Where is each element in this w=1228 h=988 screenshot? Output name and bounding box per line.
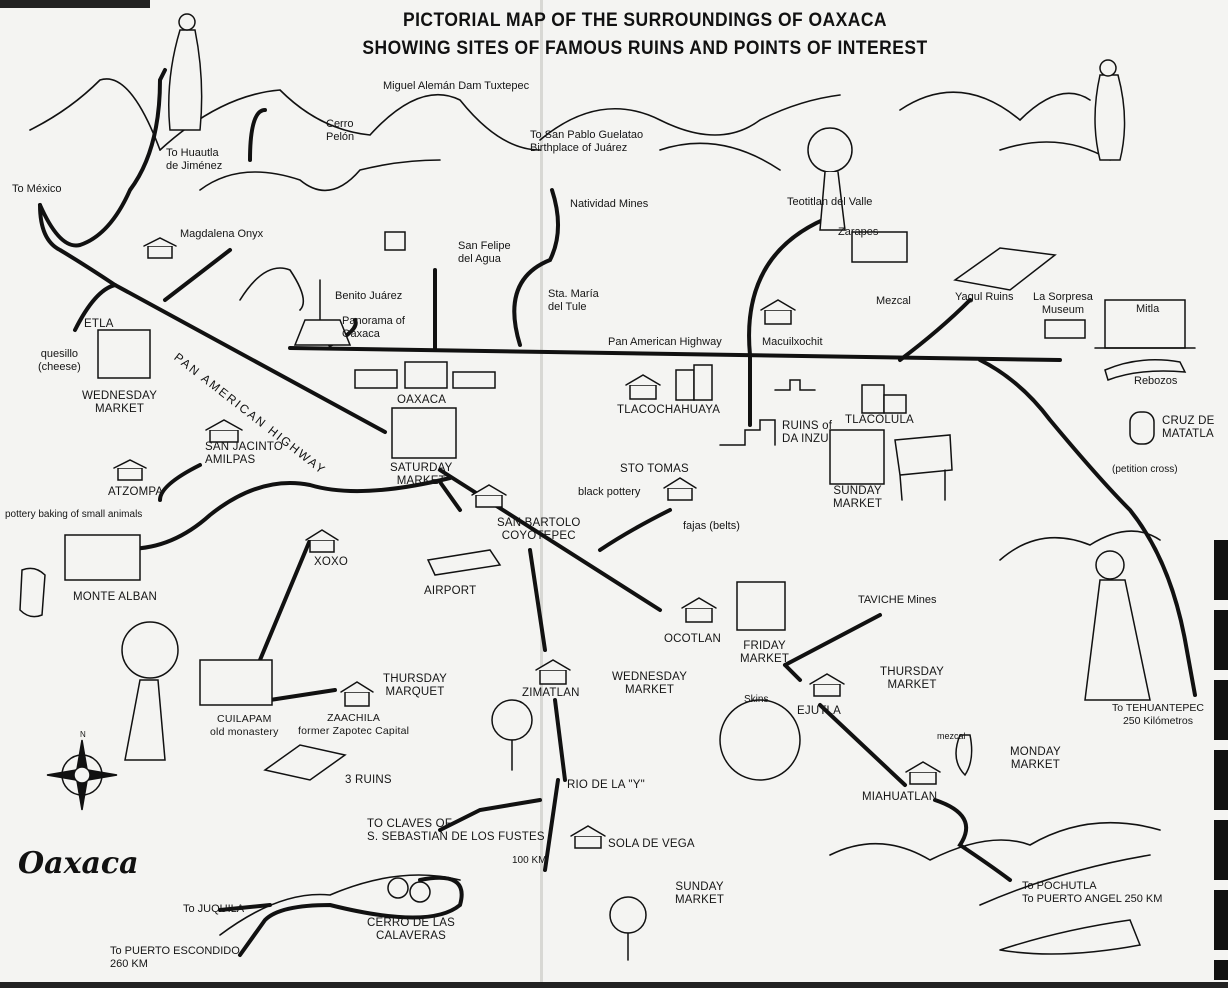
label-tule: Sta. María del Tule: [548, 288, 599, 313]
label-mezcal-small: mezcal: [937, 731, 966, 741]
label-etla: ETLA: [84, 318, 114, 330]
label-tlacolula-market: SUNDAY MARKET: [833, 485, 883, 510]
roads: [38, 68, 1197, 957]
label-sorpresa: La Sorpresa Museum: [1033, 291, 1093, 316]
label-benito-juarez: Benito Juárez: [335, 290, 403, 302]
label-fajas: fajas (belts): [683, 520, 740, 532]
label-cruz: CRUZ DE MATATLA: [1162, 415, 1215, 440]
compass-north: N: [80, 730, 86, 739]
label-saturday-market: SATURDAY MARKET: [390, 462, 453, 487]
label-sola-market: SUNDAY MARKET: [675, 881, 725, 906]
label-tehuantepec: To TEHUANTEPEC 250 Kilómetros: [1112, 702, 1204, 727]
label-cuilapam: CUILAPAM old monastery: [210, 713, 279, 738]
label-pochutla: To POCHUTLA To PUERTO ANGEL 250 KM: [1022, 880, 1163, 905]
label-mezcal: Mezcal: [876, 295, 911, 307]
label-3-ruins: 3 RUINS: [345, 774, 392, 786]
label-100km: 100 KM: [512, 855, 547, 866]
label-miahuatlan: MIAHUATLAN: [862, 791, 938, 803]
label-rebozos: Rebozos: [1134, 375, 1178, 387]
label-petition-cross: (petition cross): [1112, 464, 1178, 475]
label-xoxo: XOXO: [314, 556, 349, 568]
label-zaachila-market: THURSDAY MARQUET: [383, 673, 448, 698]
label-mitla: Mitla: [1136, 303, 1160, 315]
paper-fold: [540, 0, 543, 988]
scan-border: [0, 982, 1228, 988]
label-quesillo: quesillo (cheese): [38, 348, 81, 373]
compass-rose: [46, 739, 118, 811]
label-sola-de-vega: SOLA DE VEGA: [608, 838, 695, 850]
label-atzompa: ATZOMPA: [108, 486, 164, 498]
label-macuilxochit: Macuilxochit: [762, 336, 823, 348]
label-black-pottery: black pottery: [578, 486, 641, 498]
label-juquila: To JUQUILA: [183, 903, 245, 915]
label-monte-alban: MONTE ALBAN: [73, 591, 157, 603]
label-claves: TO CLAVES OF S. SEBASTIAN DE LOS FUSTES: [367, 818, 545, 843]
label-etla-market: WEDNESDAY MARKET: [82, 390, 158, 415]
label-mexico: To México: [12, 183, 62, 195]
label-tlacochahuaya: TLACOCHAHUAYA: [617, 404, 721, 416]
scan-edge: [1214, 540, 1228, 980]
label-huautla: To Huautla de Jiménez: [166, 147, 223, 172]
label-zarapes: Zarapes: [838, 226, 879, 238]
label-natividad: Natividad Mines: [570, 198, 649, 210]
label-escondido: To PUERTO ESCONDIDO 260 KM: [110, 945, 240, 970]
label-calaveras: CERRO DE LAS CALAVERAS: [367, 917, 456, 942]
label-skins: Skins: [744, 694, 769, 705]
label-dam: Miguel Alemán Dam Tuxtepec: [383, 80, 530, 92]
map-title-line1: PICTORIAL MAP OF THE SURROUNDINGS OF OAX…: [402, 10, 888, 31]
label-pottery: pottery baking of small animals: [5, 509, 143, 520]
label-sto-tomas: STO TOMAS: [620, 463, 689, 475]
label-rio: RIO DE LA "Y": [567, 779, 645, 791]
label-yagul: Yagul Ruins: [955, 291, 1014, 303]
label-monday-market: MONDAY MARKET: [1010, 746, 1061, 771]
label-teotitlan: Teotitlan del Valle: [787, 196, 873, 208]
label-pan-american: Pan American Highway: [608, 336, 722, 348]
label-taviche: TAVICHE Mines: [858, 594, 937, 606]
label-cerro-pelon: Cerro Pelón: [326, 118, 355, 143]
label-oaxaca: OAXACA: [397, 394, 447, 406]
label-airport: AIRPORT: [424, 585, 477, 597]
label-san-jacinto: SAN JACINTO AMILPAS: [205, 441, 284, 466]
label-ejutla: EJUTLA: [797, 705, 842, 717]
label-tlacolula: TLACOLULA: [845, 414, 914, 426]
label-guelatao: To San Pablo Guelatao Birthplace of Juár…: [530, 129, 644, 154]
label-zimatlan-market: WEDNESDAY MARKET: [612, 671, 688, 696]
label-magdalena: Magdalena Onyx: [180, 228, 264, 240]
label-san-felipe: San Felipe del Agua: [458, 240, 511, 265]
label-ejutla-market: THURSDAY MARKET: [880, 666, 945, 691]
label-friday-market: FRIDAY MARKET: [740, 640, 790, 665]
label-panorama: Panorama of Oaxaca: [342, 315, 405, 340]
label-zimatlan: ZIMATLAN: [522, 687, 580, 699]
map-title-line2: SHOWING SITES OF FAMOUS RUINS AND POINTS…: [362, 38, 928, 59]
border: [0, 0, 150, 8]
label-ocotlan: OCOTLAN: [664, 633, 721, 645]
oaxaca-logo: Oaxaca: [18, 846, 139, 881]
label-dainzu: RUINS of DA INZU: [782, 420, 833, 445]
village-icons: [64, 231, 1196, 849]
mountains: [29, 78, 1161, 936]
label-san-bartolo: SAN BARTOLO COYOTEPEC: [497, 517, 581, 542]
figures: [19, 13, 1151, 961]
label-zaachila: ZAACHILA former Zapotec Capital: [298, 712, 410, 737]
